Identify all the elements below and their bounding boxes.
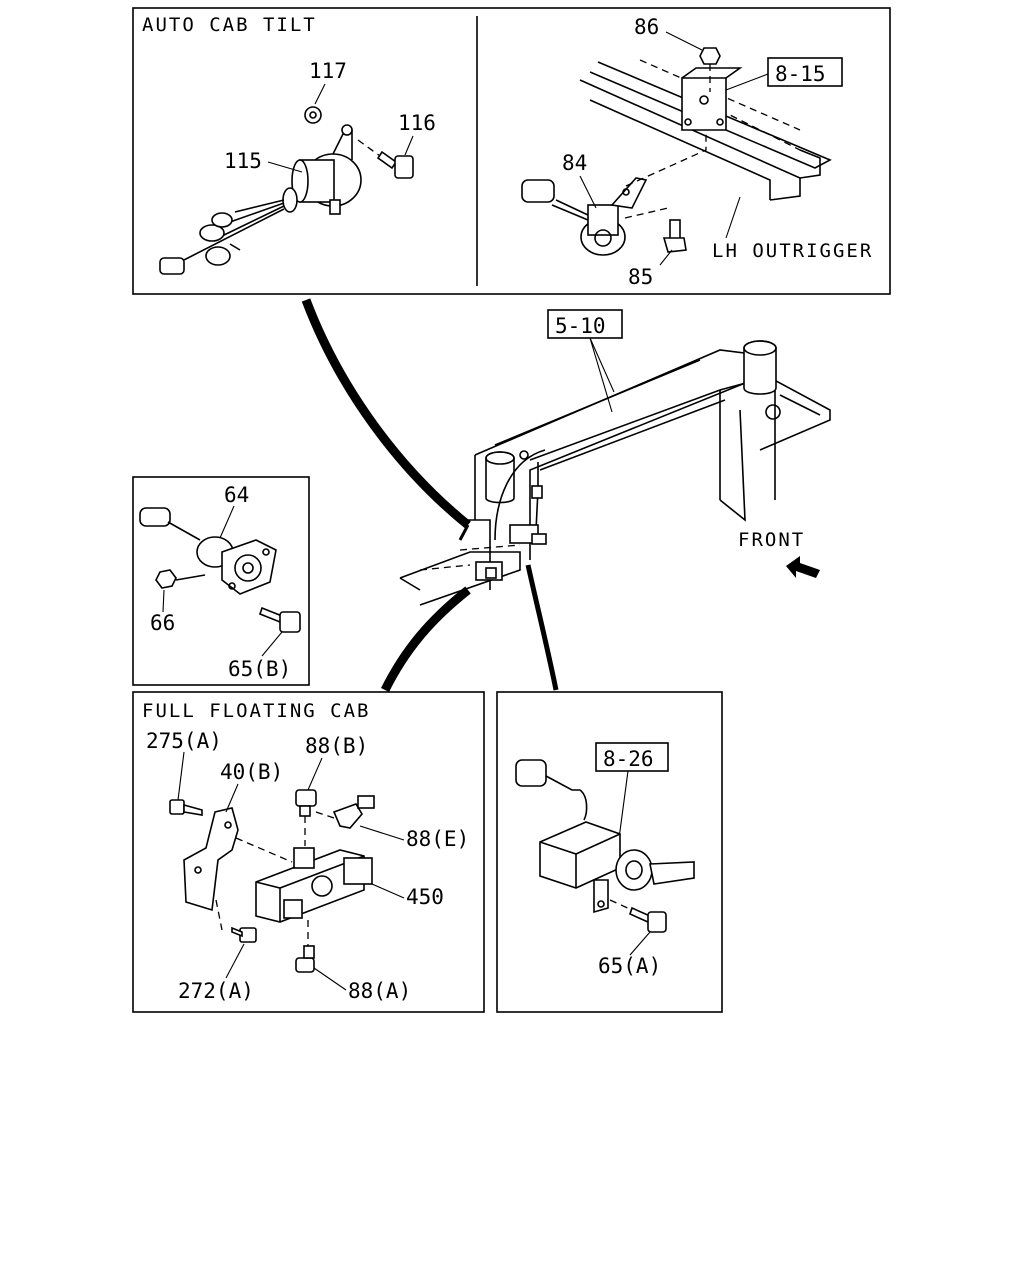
callout-85: 85	[628, 265, 653, 289]
callout-117: 117	[309, 59, 347, 83]
lh-outrigger-label: LH OUTRIGGER	[712, 240, 873, 262]
panel-valve-8-26: 8-26 65(A)	[496, 691, 723, 1013]
bracket-40b	[183, 807, 239, 912]
bolt-275a	[169, 799, 203, 816]
ref-8-26: 8-26	[603, 747, 654, 771]
callout-450: 450	[406, 885, 444, 909]
callout-65b: 65(B)	[228, 657, 291, 681]
switch-84	[521, 177, 648, 256]
ref-5-10: 5-10	[555, 314, 606, 338]
panel-auto-cab-tilt: AUTO CAB TILT 117	[132, 7, 891, 295]
callout-88e: 88(E)	[406, 827, 469, 851]
fitting-88b	[295, 789, 317, 817]
nut-86	[699, 47, 721, 65]
callout-272a: 272(A)	[178, 979, 254, 1003]
callout-275a: 275(A)	[146, 729, 222, 753]
bracket-8-15	[681, 67, 743, 131]
nut-117	[304, 106, 322, 124]
callout-86: 86	[634, 15, 659, 39]
panel-leader-curves	[301, 298, 559, 693]
front-label: FRONT	[738, 529, 805, 551]
bolt-85	[662, 219, 687, 253]
callout-84: 84	[562, 151, 587, 175]
elbow-88e	[332, 795, 375, 829]
callout-115: 115	[224, 149, 262, 173]
panel-full-floating-cab: FULL FLOATING CAB	[132, 691, 485, 1013]
callout-65a: 65(A)	[598, 954, 661, 978]
pressure-switch-115	[159, 124, 362, 275]
solenoid-valve-8-26	[515, 759, 695, 914]
fitting-88a	[295, 945, 315, 973]
bolt-272a	[231, 926, 257, 943]
auto-cab-tilt-title: AUTO CAB TILT	[142, 14, 317, 36]
bolt-116	[357, 139, 414, 179]
valve-450	[255, 847, 373, 923]
ref-8-15: 8-15	[775, 62, 826, 86]
callout-116: 116	[398, 111, 436, 135]
full-floating-cab-title: FULL FLOATING CAB	[142, 700, 370, 722]
callout-88b: 88(B)	[305, 734, 368, 758]
front-arrow-icon	[786, 556, 820, 578]
callout-88a: 88(A)	[348, 979, 411, 1003]
callout-40b: 40(B)	[220, 760, 283, 784]
nut-66	[155, 569, 177, 589]
main-frame-assembly: 5-10 FRON	[399, 309, 831, 606]
height-sensor-64	[139, 507, 277, 595]
bolt-65a	[629, 906, 667, 933]
callout-64: 64	[224, 483, 249, 507]
callout-66: 66	[150, 611, 175, 635]
panel-sensor-64: 64 66 65(B)	[132, 476, 310, 686]
bolt-65b	[259, 606, 301, 633]
